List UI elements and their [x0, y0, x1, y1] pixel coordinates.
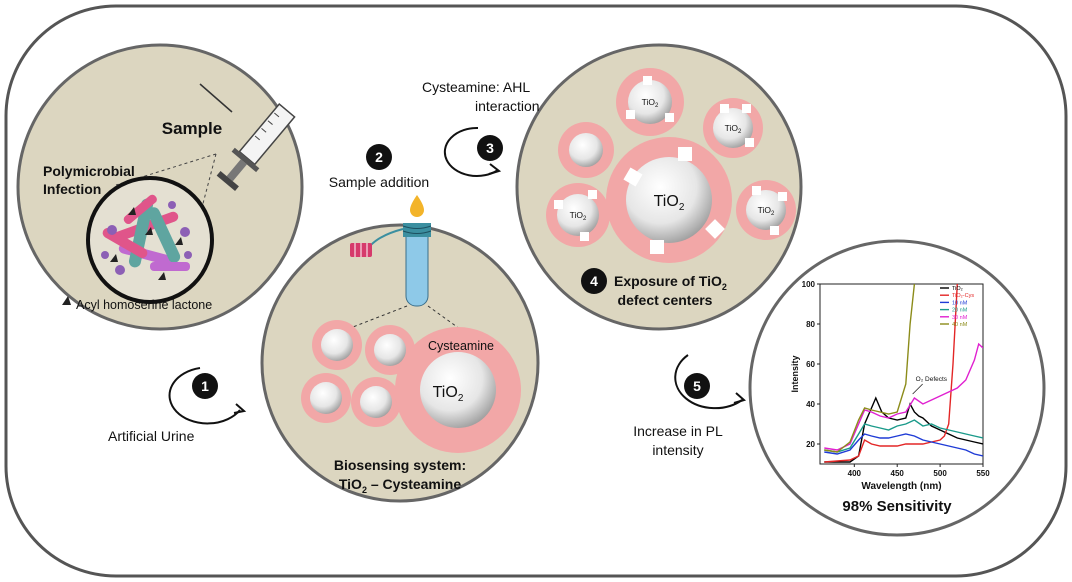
outer-frame [4, 4, 1068, 578]
sample-panel: Sample Polymicrobial Infection [16, 43, 304, 331]
legend-entry-1: TiO₂-Cys [952, 293, 974, 299]
exposure-label-2: defect centers [618, 292, 713, 308]
artificial-urine-label: Artificial Urine [108, 428, 195, 444]
ahl-label: Acyl homoserine lactone [76, 298, 212, 312]
step-1: 1 [168, 367, 247, 425]
step-3: Cysteamine: AHL interaction 3 [422, 79, 540, 177]
increase-label-1: Increase in PL [633, 423, 723, 439]
y-tick-label: 80 [806, 320, 815, 329]
step-4-badge [581, 268, 607, 294]
series-line-3 [824, 419, 983, 453]
legend-entry-2: 10 nM [952, 300, 968, 306]
legend-entry-0: TiO₂ [952, 286, 963, 292]
biosensing-label-2: TiO2 – Cysteamine [339, 476, 461, 495]
y-tick-label: 60 [806, 360, 815, 369]
ahl-icon [62, 296, 71, 305]
sensitivity-label: 98% Sensitivity [842, 498, 952, 515]
sample-addition-label: Sample addition [329, 174, 429, 190]
x-tick-label: 450 [891, 469, 905, 478]
annotation-arrow [912, 383, 923, 395]
tio2-label-biosensing: TiO2 [433, 384, 464, 404]
step-1-number: 1 [201, 378, 209, 394]
series-group [824, 284, 983, 463]
x-axis-label: Wavelength (nm) [861, 481, 941, 492]
increase-label-2: intensity [652, 442, 703, 458]
cysteamine-ahl-label-1: Cysteamine: AHL [422, 79, 530, 95]
step-5: 5 Increase in PL intensity [633, 354, 747, 458]
cysteamine-ahl-label-2: interaction [475, 98, 540, 114]
biosensing-panel: Cysteamine TiO2 Biosensing system: TiO2 … [260, 195, 540, 503]
tio2-label-exposure-left: TiO2 [570, 210, 587, 222]
sample-label: Sample [162, 119, 222, 138]
infection-magnifier [86, 176, 214, 304]
legend-entry-5: 40 nM [952, 322, 968, 328]
step-2-number: 2 [375, 149, 383, 165]
y-tick-label: 20 [806, 440, 815, 449]
cysteamine-label: Cysteamine [428, 339, 494, 353]
coated-particles [301, 320, 521, 453]
step-2: 2 [366, 144, 392, 170]
x-tick-label: 400 [848, 469, 862, 478]
drop-icon [410, 195, 424, 217]
x-tick-label: 500 [933, 469, 947, 478]
series-line-5 [824, 284, 916, 453]
legend-entry-3: 20 nM [952, 308, 968, 314]
y-tick-label: 40 [806, 400, 815, 409]
tio2-label-exposure-large: TiO2 [654, 193, 685, 213]
syringe-icon [199, 83, 296, 192]
x-tick-label: 550 [976, 469, 990, 478]
y-axis-label: Intensity [790, 355, 800, 392]
series-line-1 [824, 284, 958, 463]
annotation-label: O₂ Defects [916, 376, 948, 383]
tio2-label-exposure-top: TiO2 [642, 97, 659, 109]
tio2-label-exposure-br: TiO2 [758, 205, 775, 217]
tio2-label-exposure-right: TiO2 [725, 123, 742, 135]
exposure-label-1: Exposure of TiO2 [614, 273, 727, 292]
exposure-panel: TiO2 TiO2 TiO2 TiO2 TiO2 4 Exposure of T… [515, 43, 803, 331]
series-line-2 [824, 433, 983, 457]
step-5-number: 5 [693, 378, 701, 394]
polymicrobial-label-2: Infection [43, 181, 101, 197]
step-4-number: 4 [590, 273, 598, 289]
test-tube-icon [350, 223, 432, 307]
y-tick-label: 100 [802, 280, 816, 289]
legend-entry-4: 30 nM [952, 315, 968, 321]
step-3-number: 3 [486, 140, 494, 156]
biosensing-label-1: Biosensing system: [334, 457, 466, 473]
polymicrobial-label-1: Polymicrobial [43, 163, 135, 179]
series-line-4 [824, 342, 983, 451]
